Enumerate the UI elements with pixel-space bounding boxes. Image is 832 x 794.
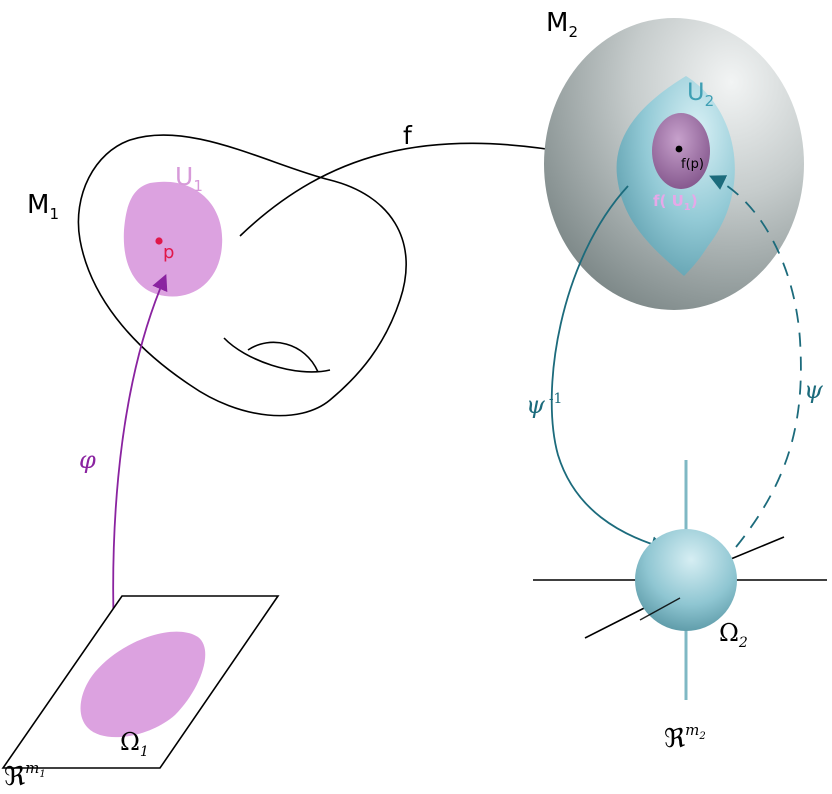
- omega2-axis-diagonal-upper: [725, 536, 785, 562]
- omega2-ball: [635, 529, 737, 631]
- f-p-point: [675, 145, 683, 153]
- psi-inverse-arrow: [550, 185, 668, 553]
- u2-label: U2: [687, 78, 714, 110]
- r-m2-label: ℜm2: [664, 721, 706, 754]
- f-u1-label: f( U1): [653, 192, 698, 213]
- psi-label: ψ: [804, 376, 824, 404]
- f-arrow: [239, 142, 575, 237]
- p-label: p: [163, 242, 174, 263]
- manifold-m1-outline: [77, 134, 407, 417]
- omega2-axis-diagonal-inside: [639, 597, 681, 621]
- f-label: f: [403, 121, 413, 150]
- psi-arrow: [709, 175, 802, 548]
- psi-inverse-label: ψ-1: [526, 391, 562, 419]
- r-m1-label: ℜm1: [4, 759, 46, 792]
- phi-label: φ: [79, 446, 96, 474]
- m1-label: M1: [27, 190, 59, 223]
- omega1-label: Ω1: [120, 728, 149, 760]
- f-p-label: f(p): [681, 157, 704, 172]
- omega1-region: [80, 631, 206, 738]
- p-point: [155, 237, 163, 245]
- u1-region: [123, 181, 223, 297]
- manifold-m1-hole-inner: [247, 341, 319, 373]
- m2-label: M2: [546, 8, 578, 41]
- omega2-label: Ω2: [719, 619, 748, 651]
- u1-label: U1: [175, 162, 203, 195]
